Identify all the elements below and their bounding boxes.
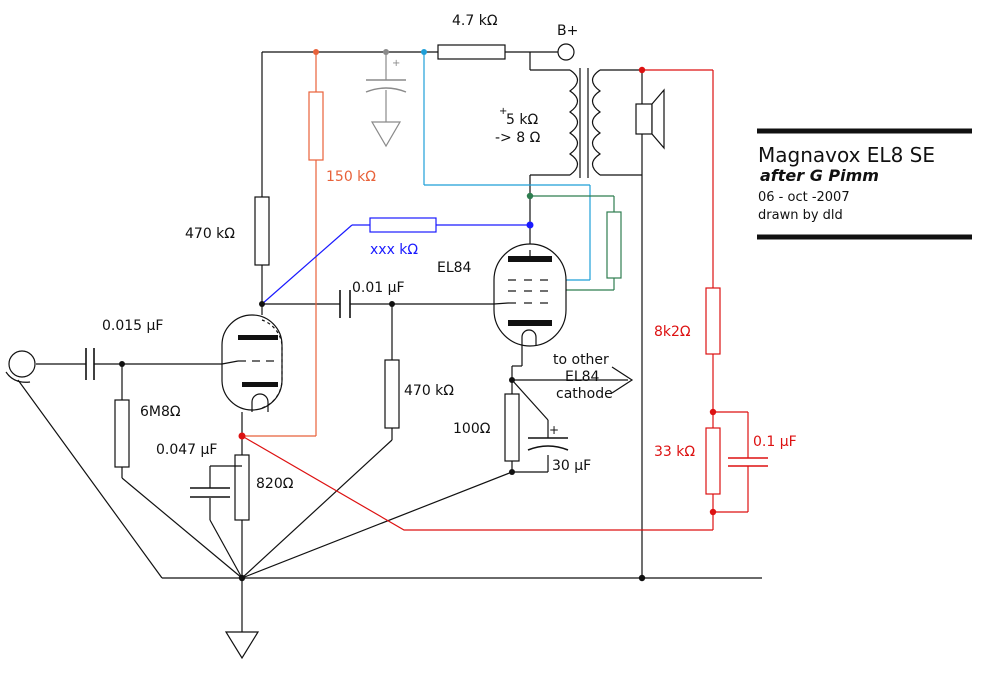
capacitor-coupling xyxy=(339,290,351,318)
resistor-470k-plate xyxy=(254,196,270,266)
label-c-cathode-2-polarity: + xyxy=(549,423,559,437)
input-jack-icon xyxy=(5,350,36,383)
output-transformer xyxy=(568,68,602,178)
label-r-6m8: 6M8Ω xyxy=(140,404,181,420)
pentode-tube xyxy=(493,243,567,347)
label-r-b-plus: 4.7 kΩ xyxy=(452,13,498,29)
filter-capacitor xyxy=(365,49,407,148)
grid2-wiring xyxy=(526,192,622,291)
label-other-cathode-2: EL84 xyxy=(565,369,600,385)
label-transformer-secondary: -> 8 Ω xyxy=(495,130,541,146)
b-plus-terminal xyxy=(557,43,575,61)
label-r-8k2: 8k2Ω xyxy=(654,324,691,340)
junction-dots xyxy=(119,301,646,582)
screen-wiring xyxy=(421,49,591,281)
feedback-150k-wiring xyxy=(242,49,324,437)
label-c-coupling: 0.01 µF xyxy=(352,280,405,296)
title-subtitle: after G Pimm xyxy=(760,166,879,185)
label-r-820: 820Ω xyxy=(256,476,294,492)
resistor-150k xyxy=(308,91,324,161)
label-c-cathode-1: 0.047 µF xyxy=(156,442,218,458)
label-transformer-primary: 5 kΩ xyxy=(506,112,538,128)
label-transformer-dot: + xyxy=(499,106,507,117)
capacitor-cathode-2 xyxy=(527,420,569,451)
resistor-6m8 xyxy=(114,399,130,468)
label-c-0-1: 0.1 µF xyxy=(753,434,797,450)
label-b-plus: B+ xyxy=(557,23,578,39)
capacitor-cathode-1 xyxy=(190,465,242,498)
label-filter-cap-polarity: + xyxy=(392,58,400,69)
label-r-470k-grid: 470 kΩ xyxy=(404,383,454,399)
title-main: Magnavox EL8 SE xyxy=(758,143,935,167)
label-r-xxx: xxx kΩ xyxy=(370,242,418,258)
title-block: Magnavox EL8 SE after G Pimm 06 - oct -2… xyxy=(757,128,972,240)
ground-icon xyxy=(224,631,260,660)
label-other-cathode-3: cathode xyxy=(556,386,613,402)
resistor-100 xyxy=(504,393,520,462)
title-date: 06 - oct -2007 xyxy=(758,190,850,205)
resistor-820 xyxy=(234,454,250,521)
label-r-470k-plate: 470 kΩ xyxy=(185,226,235,242)
main-wiring xyxy=(17,51,762,632)
triode-tube xyxy=(221,314,283,412)
label-c-input: 0.015 µF xyxy=(102,318,164,334)
speaker-icon xyxy=(635,88,665,150)
label-other-cathode-1: to other xyxy=(553,352,609,368)
title-credit: drawn by dld xyxy=(758,208,843,223)
label-c-cathode-2: 30 µF xyxy=(552,458,591,474)
label-r-100: 100Ω xyxy=(453,421,491,437)
label-r-150k: 150 kΩ xyxy=(326,169,376,185)
feedback-xxx-wiring xyxy=(261,217,534,305)
label-r-33k: 33 kΩ xyxy=(654,444,695,460)
label-tube-el84: EL84 xyxy=(437,260,472,276)
resistor-470k-grid xyxy=(384,359,400,429)
divider-network xyxy=(238,66,768,531)
resistor-4k7 xyxy=(437,44,506,60)
capacitor-input xyxy=(85,348,95,380)
